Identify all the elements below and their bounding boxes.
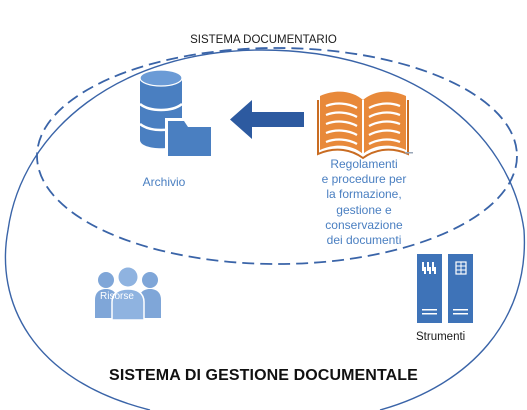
archivio-label: Archivio: [142, 175, 186, 189]
risorse-label: Risorse: [100, 291, 134, 302]
arrow-left-icon: [230, 100, 304, 139]
open-book-icon: [317, 91, 413, 160]
regolamenti-label: Regolamenti e procedure per la formazion…: [290, 157, 438, 248]
regolamenti-line: Regolamenti: [330, 157, 398, 171]
sistema-gestione-documentale-title: SISTEMA DI GESTIONE DOCUMENTALE: [109, 367, 418, 384]
server-cabinet-icon: [417, 254, 473, 323]
regolamenti-line: la formazione,: [326, 187, 402, 202]
regolamenti-line: e procedure per: [321, 172, 407, 187]
people-group-icon: [95, 266, 161, 321]
regolamenti-line: dei documenti: [326, 233, 402, 248]
inner-dashed-ellipse: [36, 47, 518, 265]
regolamenti-line: gestione e: [336, 202, 392, 217]
regolamenti-line: conservazione: [325, 217, 403, 232]
sistema-documentario-title: SISTEMA DOCUMENTARIO: [190, 34, 337, 46]
strumenti-label: Strumenti: [416, 331, 466, 343]
database-folder-icon: [139, 69, 214, 159]
outer-ellipse: [4, 49, 526, 410]
